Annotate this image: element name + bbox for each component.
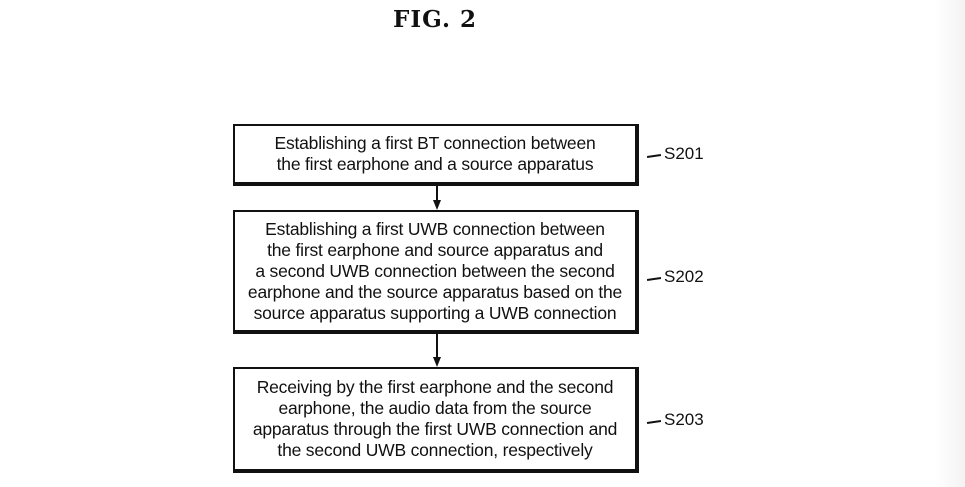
arrow-s202-to-s203: [433, 334, 441, 367]
step-label-s201: S201: [664, 144, 704, 163]
figure-title: FIG. 2: [393, 6, 477, 33]
arrow-s201-to-s202: [433, 186, 441, 210]
step-label-s203: S203: [664, 410, 704, 429]
page-edge-shadow: [935, 0, 965, 487]
step-text-s201: Establishing a first BT connection betwe…: [274, 133, 596, 174]
step-box-s202: Establishing a first UWB connection betw…: [233, 210, 639, 334]
step-label-s202: S202: [664, 267, 704, 286]
step-text-s203: Receiving by the first earphone and the …: [252, 377, 618, 460]
step-box-s203: Receiving by the first earphone and the …: [233, 367, 639, 473]
step-box-s201: Establishing a first BT connection betwe…: [233, 124, 639, 186]
step-text-s202: Establishing a first UWB connection betw…: [247, 218, 623, 323]
